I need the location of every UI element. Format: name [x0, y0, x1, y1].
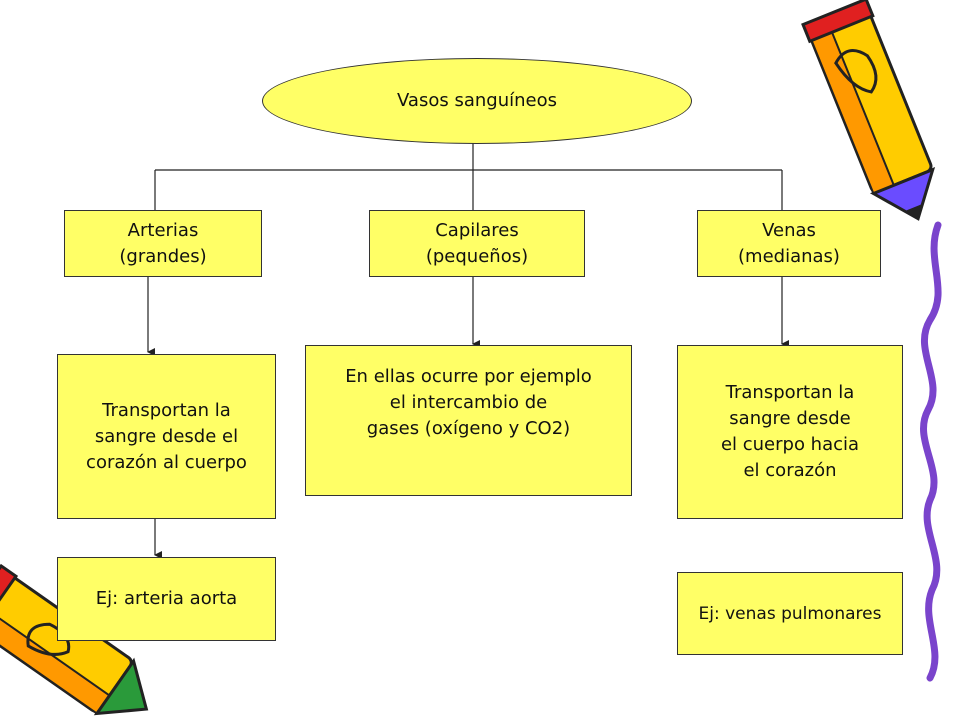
venas-example-box: Ej: venas pulmonares — [677, 572, 903, 655]
purple-squiggle-right — [920, 221, 942, 682]
venas-example: Ej: venas pulmonares — [698, 603, 882, 624]
capilares-box: Capilares (pequeños) — [369, 210, 585, 277]
arterias-box: Arterias (grandes) — [64, 210, 262, 277]
pencil-icon-top-right — [801, 0, 936, 221]
arterias-example: Ej: arteria aorta — [95, 588, 238, 609]
venas-title: Venas (medianas) — [738, 219, 840, 267]
root-vasos-sanguineos: Vasos sanguíneos — [262, 58, 692, 144]
pencil-icon-bottom-left — [0, 563, 149, 716]
arterias-example-box: Ej: arteria aorta — [57, 557, 276, 641]
capilares-title: Capilares (pequeños) — [425, 219, 529, 267]
root-label: Vasos sanguíneos — [397, 90, 557, 111]
arterias-title: Arterias (grandes) — [119, 219, 207, 267]
venas-description: Transportan la sangre desde el cuerpo ha… — [720, 382, 860, 481]
venas-box: Venas (medianas) — [697, 210, 881, 277]
capilares-description-box: En ellas ocurre por ejemplo el intercamb… — [305, 345, 632, 496]
venas-description-box: Transportan la sangre desde el cuerpo ha… — [677, 345, 903, 519]
arterias-description: Transportan la sangre desde el corazón a… — [86, 399, 247, 473]
arterias-description-box: Transportan la sangre desde el corazón a… — [57, 354, 276, 519]
capilares-description: En ellas ocurre por ejemplo el intercamb… — [345, 366, 592, 439]
